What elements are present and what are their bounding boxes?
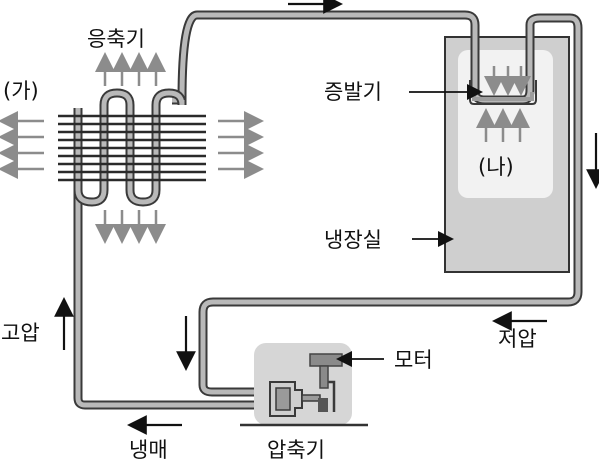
- label-freezer: 냉장실: [324, 228, 382, 252]
- leader-lines: [336, 83, 483, 368]
- evaporator-tray: [469, 80, 537, 105]
- compressor: [240, 343, 368, 427]
- label-high-pressure: 고압: [1, 321, 40, 345]
- label-refrigerant: 냉매: [129, 438, 168, 462]
- label-evaporator: 증발기: [324, 80, 382, 104]
- condenser-coil: [58, 88, 206, 207]
- heat-out-arrows: [0, 52, 531, 244]
- label-part-a: (가): [3, 79, 39, 103]
- label-low-pressure: 저압: [498, 327, 537, 351]
- flow-arrows: [54, 0, 599, 435]
- label-condenser: 응축기: [87, 27, 145, 51]
- label-motor: 모터: [394, 348, 433, 372]
- label-compressor: 압축기: [267, 438, 325, 462]
- label-part-b: (나): [478, 155, 514, 179]
- motor-icon: [309, 353, 343, 367]
